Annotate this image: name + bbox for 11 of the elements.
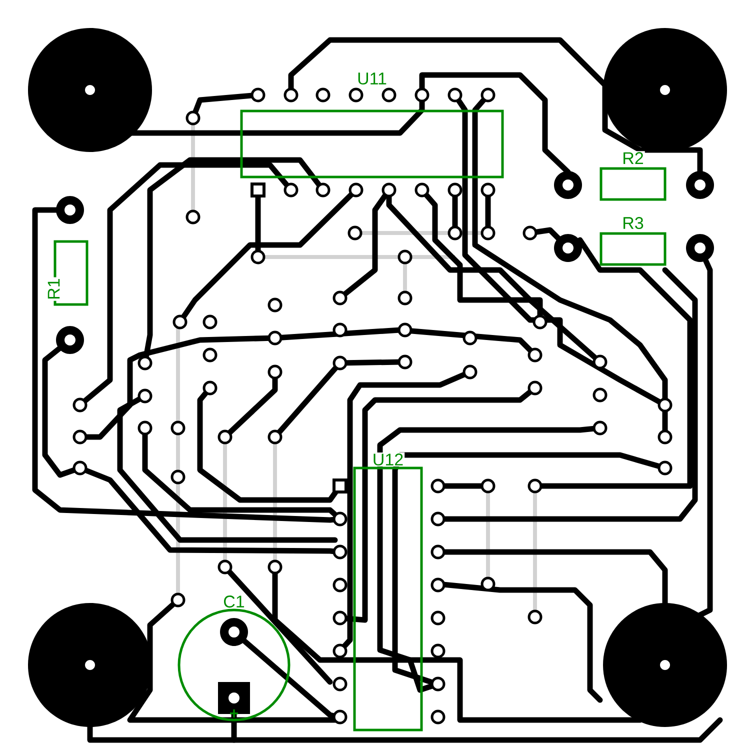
component-outline: R3 — [600, 216, 666, 266]
node-label: U12 — [374, 454, 403, 466]
polarity-mark: + — [230, 709, 238, 718]
component-outline: U12 — [353, 452, 423, 732]
component-outline: R2 — [600, 151, 666, 201]
node-label: U11 — [358, 72, 386, 85]
component-outline: R1 — [46, 240, 88, 306]
node-label: R2 — [624, 152, 644, 164]
node-label: R3 — [624, 217, 644, 230]
node-label: C1 — [224, 596, 244, 608]
component-outline: U11 — [240, 72, 504, 178]
